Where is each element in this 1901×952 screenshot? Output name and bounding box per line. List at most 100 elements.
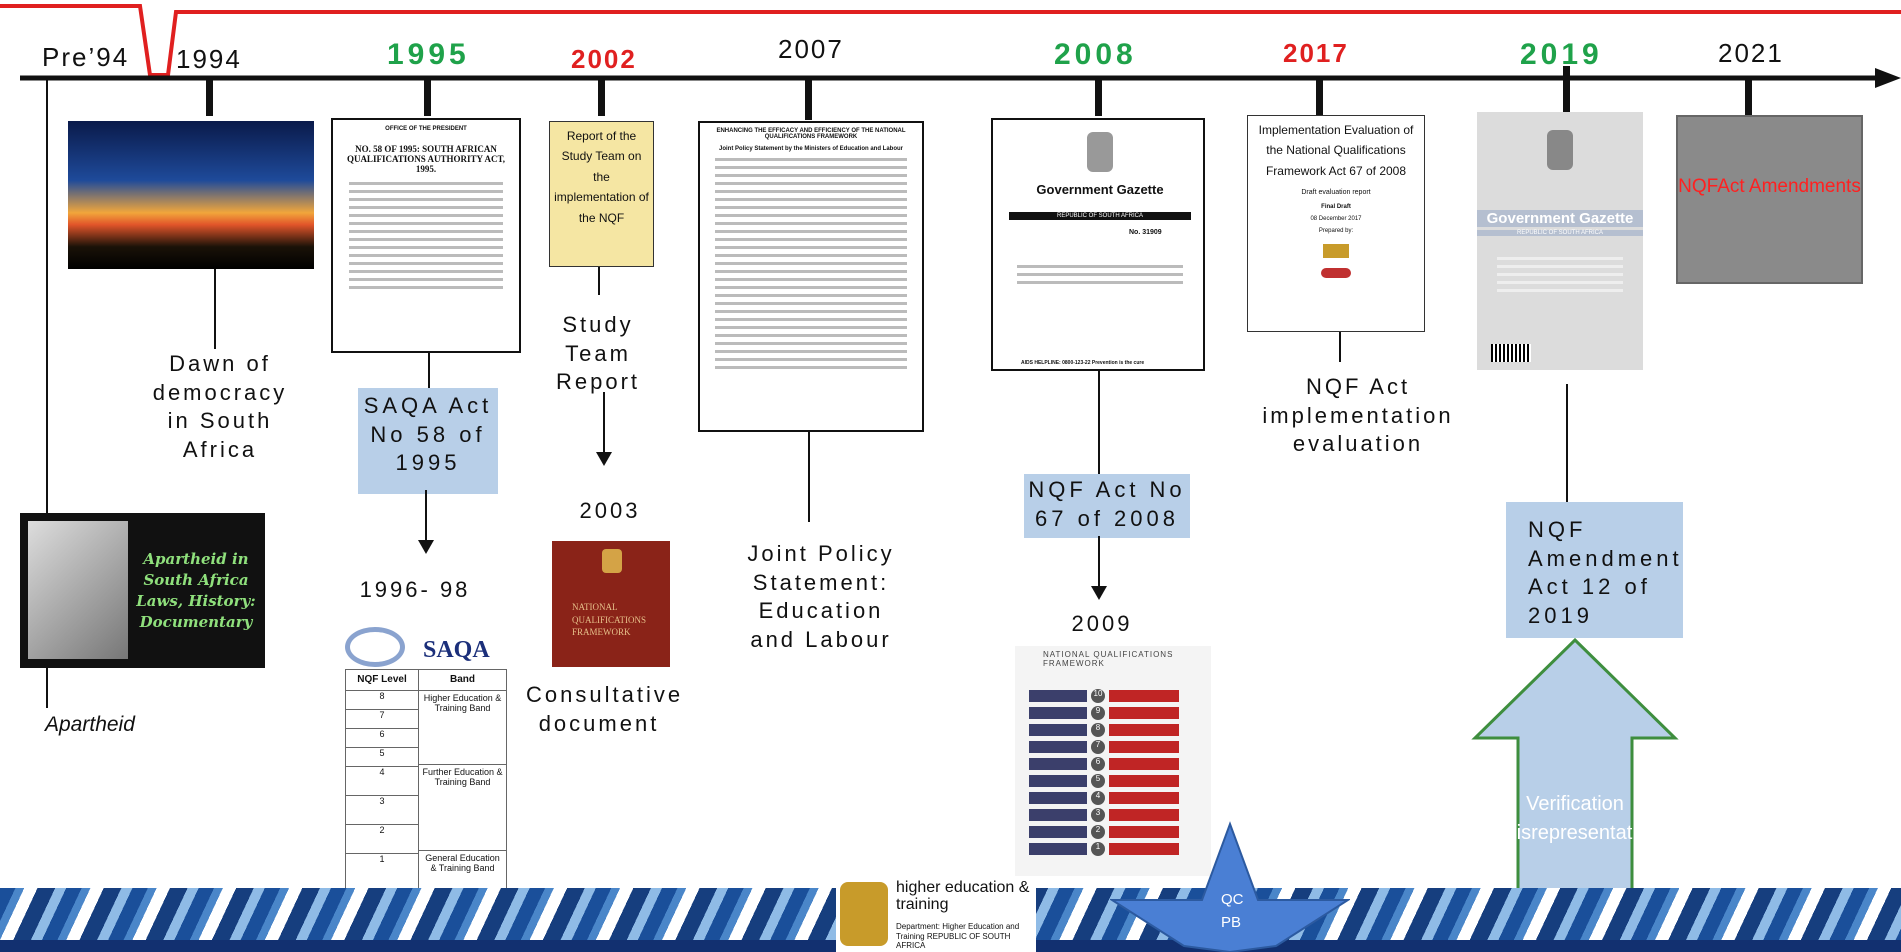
- tick-1994: [206, 80, 213, 116]
- act-1995-document: OFFICE OF THE PRESIDENT NO. 58 OF 1995: …: [331, 118, 521, 353]
- table-row: 4: [346, 767, 418, 796]
- tick-2019: [1563, 66, 1570, 116]
- study-team-arrowhead: [596, 452, 612, 466]
- dept-sub: Department: Higher Education and Trainin…: [896, 922, 1020, 951]
- nqfact-amendments-box: NQFAct Amendments: [1676, 115, 1863, 284]
- nqf-level-badge: 10: [1091, 689, 1105, 703]
- nqf-framework-poster: NATIONAL QUALIFICATIONS FRAMEWORK 10 9 8…: [1015, 646, 1211, 876]
- tick-1995: [424, 80, 431, 116]
- table-header-band: Band: [450, 674, 475, 685]
- report-2002-text: Report of the Study Team on the implemen…: [554, 129, 649, 225]
- verification-label: Verification misrepresentation: [1500, 793, 1659, 844]
- nqf-amendment-2019-box: NQF Amendment Act 12 of 2019: [1506, 502, 1683, 638]
- joint-policy-title: ENHANCING THE EFFICACY AND EFFICIENCY OF…: [716, 128, 906, 140]
- consultative-label: Consultative document: [526, 682, 684, 736]
- year-pre94: Pre’94: [42, 42, 130, 72]
- study-team-arrow-line: [603, 392, 605, 452]
- year-2003: 2003: [579, 498, 641, 523]
- nqf-level-badge: 1: [1091, 842, 1105, 856]
- year-2021: 2021: [1718, 38, 1784, 68]
- year-2007: 2007: [778, 34, 844, 64]
- table-row: 2: [346, 825, 418, 854]
- dept-logo: higher education & training Department: …: [836, 876, 1036, 952]
- gazette-2008-rsa: REPUBLIC OF SOUTH AFRICA: [1009, 212, 1191, 220]
- table-row: 5: [346, 748, 418, 767]
- act-1995-line: [428, 353, 430, 388]
- evaluation-line: [1339, 332, 1341, 362]
- saqa-logo-text: SAQA: [423, 637, 490, 663]
- saqa-act-box: SAQA Act No 58 of 1995: [358, 388, 498, 494]
- nqf-act-2008-arrowhead: [1091, 586, 1107, 600]
- gazette-2019-title: Government Gazette: [1477, 210, 1643, 227]
- nqf-level-badge: 7: [1091, 740, 1105, 754]
- tick-2017: [1316, 80, 1323, 116]
- nqf-act-2008-arrow-line: [1098, 536, 1100, 586]
- saqa-logo: SAQA: [345, 627, 505, 669]
- joint-policy-sub: Joint Policy Statement by the Ministers …: [718, 146, 904, 152]
- sunrise-image: [68, 121, 314, 269]
- nqf-level-column: 10 9 8 7 6 5 4 3 2 1: [1029, 686, 1199, 859]
- study-team-label: Study Team Report: [555, 312, 641, 395]
- tick-2002: [598, 80, 605, 116]
- tick-2008: [1095, 80, 1102, 116]
- fist-image: [28, 521, 128, 659]
- verification-arrow: [1471, 638, 1679, 898]
- dawn-line: [214, 269, 216, 349]
- table-row: 1: [379, 854, 385, 864]
- table-cell-band: General Education & Training Band: [425, 853, 500, 873]
- barcode-icon: [1491, 344, 1531, 362]
- nqf-level-badge: 8: [1091, 723, 1105, 737]
- table-row: 8: [346, 691, 418, 710]
- act-1995-header: OFFICE OF THE PRESIDENT: [385, 126, 467, 132]
- eval-sub: Draft evaluation report: [1301, 189, 1371, 197]
- year-2019: 2019: [1520, 38, 1603, 71]
- eval-prep: Prepared by:: [1318, 228, 1354, 235]
- gazette-2019-line: [1566, 384, 1568, 502]
- nqf-level-badge: 5: [1091, 774, 1105, 788]
- year-2002: 2002: [571, 44, 637, 74]
- gazette-2008-document: Government Gazette REPUBLIC OF SOUTH AFR…: [991, 118, 1205, 371]
- nqf-framework-title: NATIONAL QUALIFICATIONS FRAMEWORK: [1043, 650, 1174, 668]
- table-row: 3: [346, 796, 418, 825]
- partner-logo: [1323, 244, 1349, 259]
- evaluation-2017-document: Implementation Evaluation of the Nationa…: [1247, 115, 1425, 332]
- red-frame: [0, 3, 1901, 77]
- gazette-2008-helpline: AIDS HELPLINE: 0800-123-22 Prevention is…: [1021, 360, 1145, 366]
- dawn-label: Dawn of democracy in South Africa: [152, 351, 288, 462]
- coat-of-arms-icon: [1547, 130, 1573, 170]
- act-1995-title: NO. 58 OF 1995: SOUTH AFRICAN QUALIFICAT…: [346, 144, 506, 174]
- joint-policy-label: Joint Policy Statement: Education and La…: [747, 541, 895, 652]
- eval-date: 08 December 2017: [1310, 216, 1362, 223]
- dept-title: higher education & training: [896, 879, 1030, 913]
- coat-of-arms-icon: [1087, 132, 1113, 172]
- saqa-act-arrow-line: [425, 490, 427, 540]
- gazette-2008-no: No. 31909: [1129, 229, 1162, 236]
- year-1995: 1995: [387, 38, 470, 71]
- nqf-level-badge: 3: [1091, 808, 1105, 822]
- tick-2021: [1745, 80, 1752, 116]
- saqa-nqf-table: NQF Level Band 8 7 6 5 4 3 2 1 Higher Ed…: [345, 669, 507, 939]
- nqfact-amendments-text: NQFAct Amendments: [1678, 176, 1861, 197]
- apartheid-label: Apartheid: [45, 713, 135, 736]
- table-row: 7: [346, 710, 418, 729]
- apartheid-line: [46, 78, 48, 514]
- coat-of-arms-icon: [602, 549, 622, 573]
- table-header-level: NQF Level: [346, 670, 419, 690]
- gazette-2008-line: [1098, 371, 1100, 474]
- year-1996-98: 1996- 98: [359, 577, 471, 602]
- eval-final: Final Draft: [1321, 204, 1351, 211]
- apartheid-poster: Apartheid in South Africa Laws, History:…: [20, 513, 265, 668]
- nqf-act-2008-box: NQF Act No 67 of 2008: [1024, 474, 1190, 538]
- consultative-document-cover: NATIONAL QUALIFICATIONS FRAMEWORK: [552, 541, 670, 667]
- report-2002-line: [598, 267, 600, 295]
- report-2002-document: Report of the Study Team on the implemen…: [549, 121, 654, 267]
- nqf-level-badge: 6: [1091, 757, 1105, 771]
- joint-policy-line: [808, 432, 810, 522]
- year-2017: 2017: [1283, 38, 1349, 68]
- consult-title: NATIONAL QUALIFICATIONS FRAMEWORK: [572, 602, 646, 638]
- nqf-level-badge: 9: [1091, 706, 1105, 720]
- nqf-eval-label: NQF Act implementation evaluation: [1262, 374, 1454, 457]
- year-2009: 2009: [1071, 611, 1133, 636]
- nqf-level-badge: 4: [1091, 791, 1105, 805]
- joint-policy-document: ENHANCING THE EFFICACY AND EFFICIENCY OF…: [698, 121, 924, 432]
